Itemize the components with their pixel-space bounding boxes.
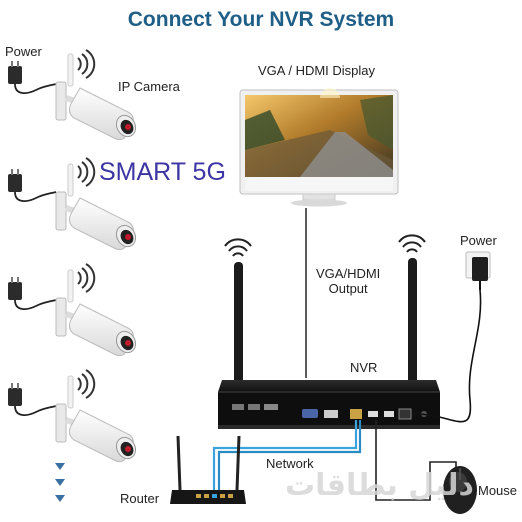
- nvr-label: NVR: [350, 360, 378, 375]
- down-triangle-icon: [55, 463, 65, 502]
- power-adapter-icon: [7, 60, 57, 94]
- vga-output-line-2: Output: [328, 281, 368, 296]
- power-label-left: Power: [5, 44, 42, 59]
- wifi-signal-icon: [77, 369, 96, 399]
- power-label-right: Power: [460, 233, 497, 248]
- mouse-icon: [443, 466, 477, 514]
- power-adapter-icon: [7, 168, 57, 202]
- network-label: Network: [266, 456, 314, 471]
- camera-row-1: [7, 49, 139, 140]
- bullet-camera-icon: [56, 54, 139, 140]
- power-adapter-icon: [411, 251, 491, 423]
- wifi-signal-icon: [398, 234, 426, 253]
- wifi-signal-icon: [77, 263, 96, 293]
- camera-row-3: [7, 263, 139, 356]
- wifi-signal-icon: [77, 49, 96, 79]
- watermark: دليل بطاقات: [285, 468, 474, 503]
- page-title: Connect Your NVR System: [127, 8, 395, 31]
- display-label: VGA / HDMI Display: [258, 63, 376, 78]
- mouse-label: Mouse: [478, 483, 518, 498]
- nvr-recorder-icon: [218, 258, 440, 429]
- power-adapter-icon: [7, 276, 57, 310]
- router-icon: [170, 435, 246, 504]
- network-cable: [212, 420, 362, 492]
- router-label: Router: [120, 491, 160, 506]
- power-adapter-icon: [7, 382, 57, 416]
- vga-output-line-1: VGA/HDMI: [316, 266, 381, 281]
- monitor-icon: [239, 88, 399, 207]
- smart-5g-label: SMART 5G: [99, 158, 226, 186]
- bullet-camera-icon: [56, 270, 139, 356]
- ip-camera-label: IP Camera: [118, 79, 180, 94]
- bullet-camera-icon: [56, 376, 139, 462]
- camera-row-4: [7, 369, 139, 462]
- wifi-signal-icon: [77, 157, 96, 187]
- wifi-signal-icon: [224, 238, 252, 257]
- mouse-cable: [375, 420, 457, 501]
- vga-output-label: VGA/HDMI Output: [316, 266, 380, 296]
